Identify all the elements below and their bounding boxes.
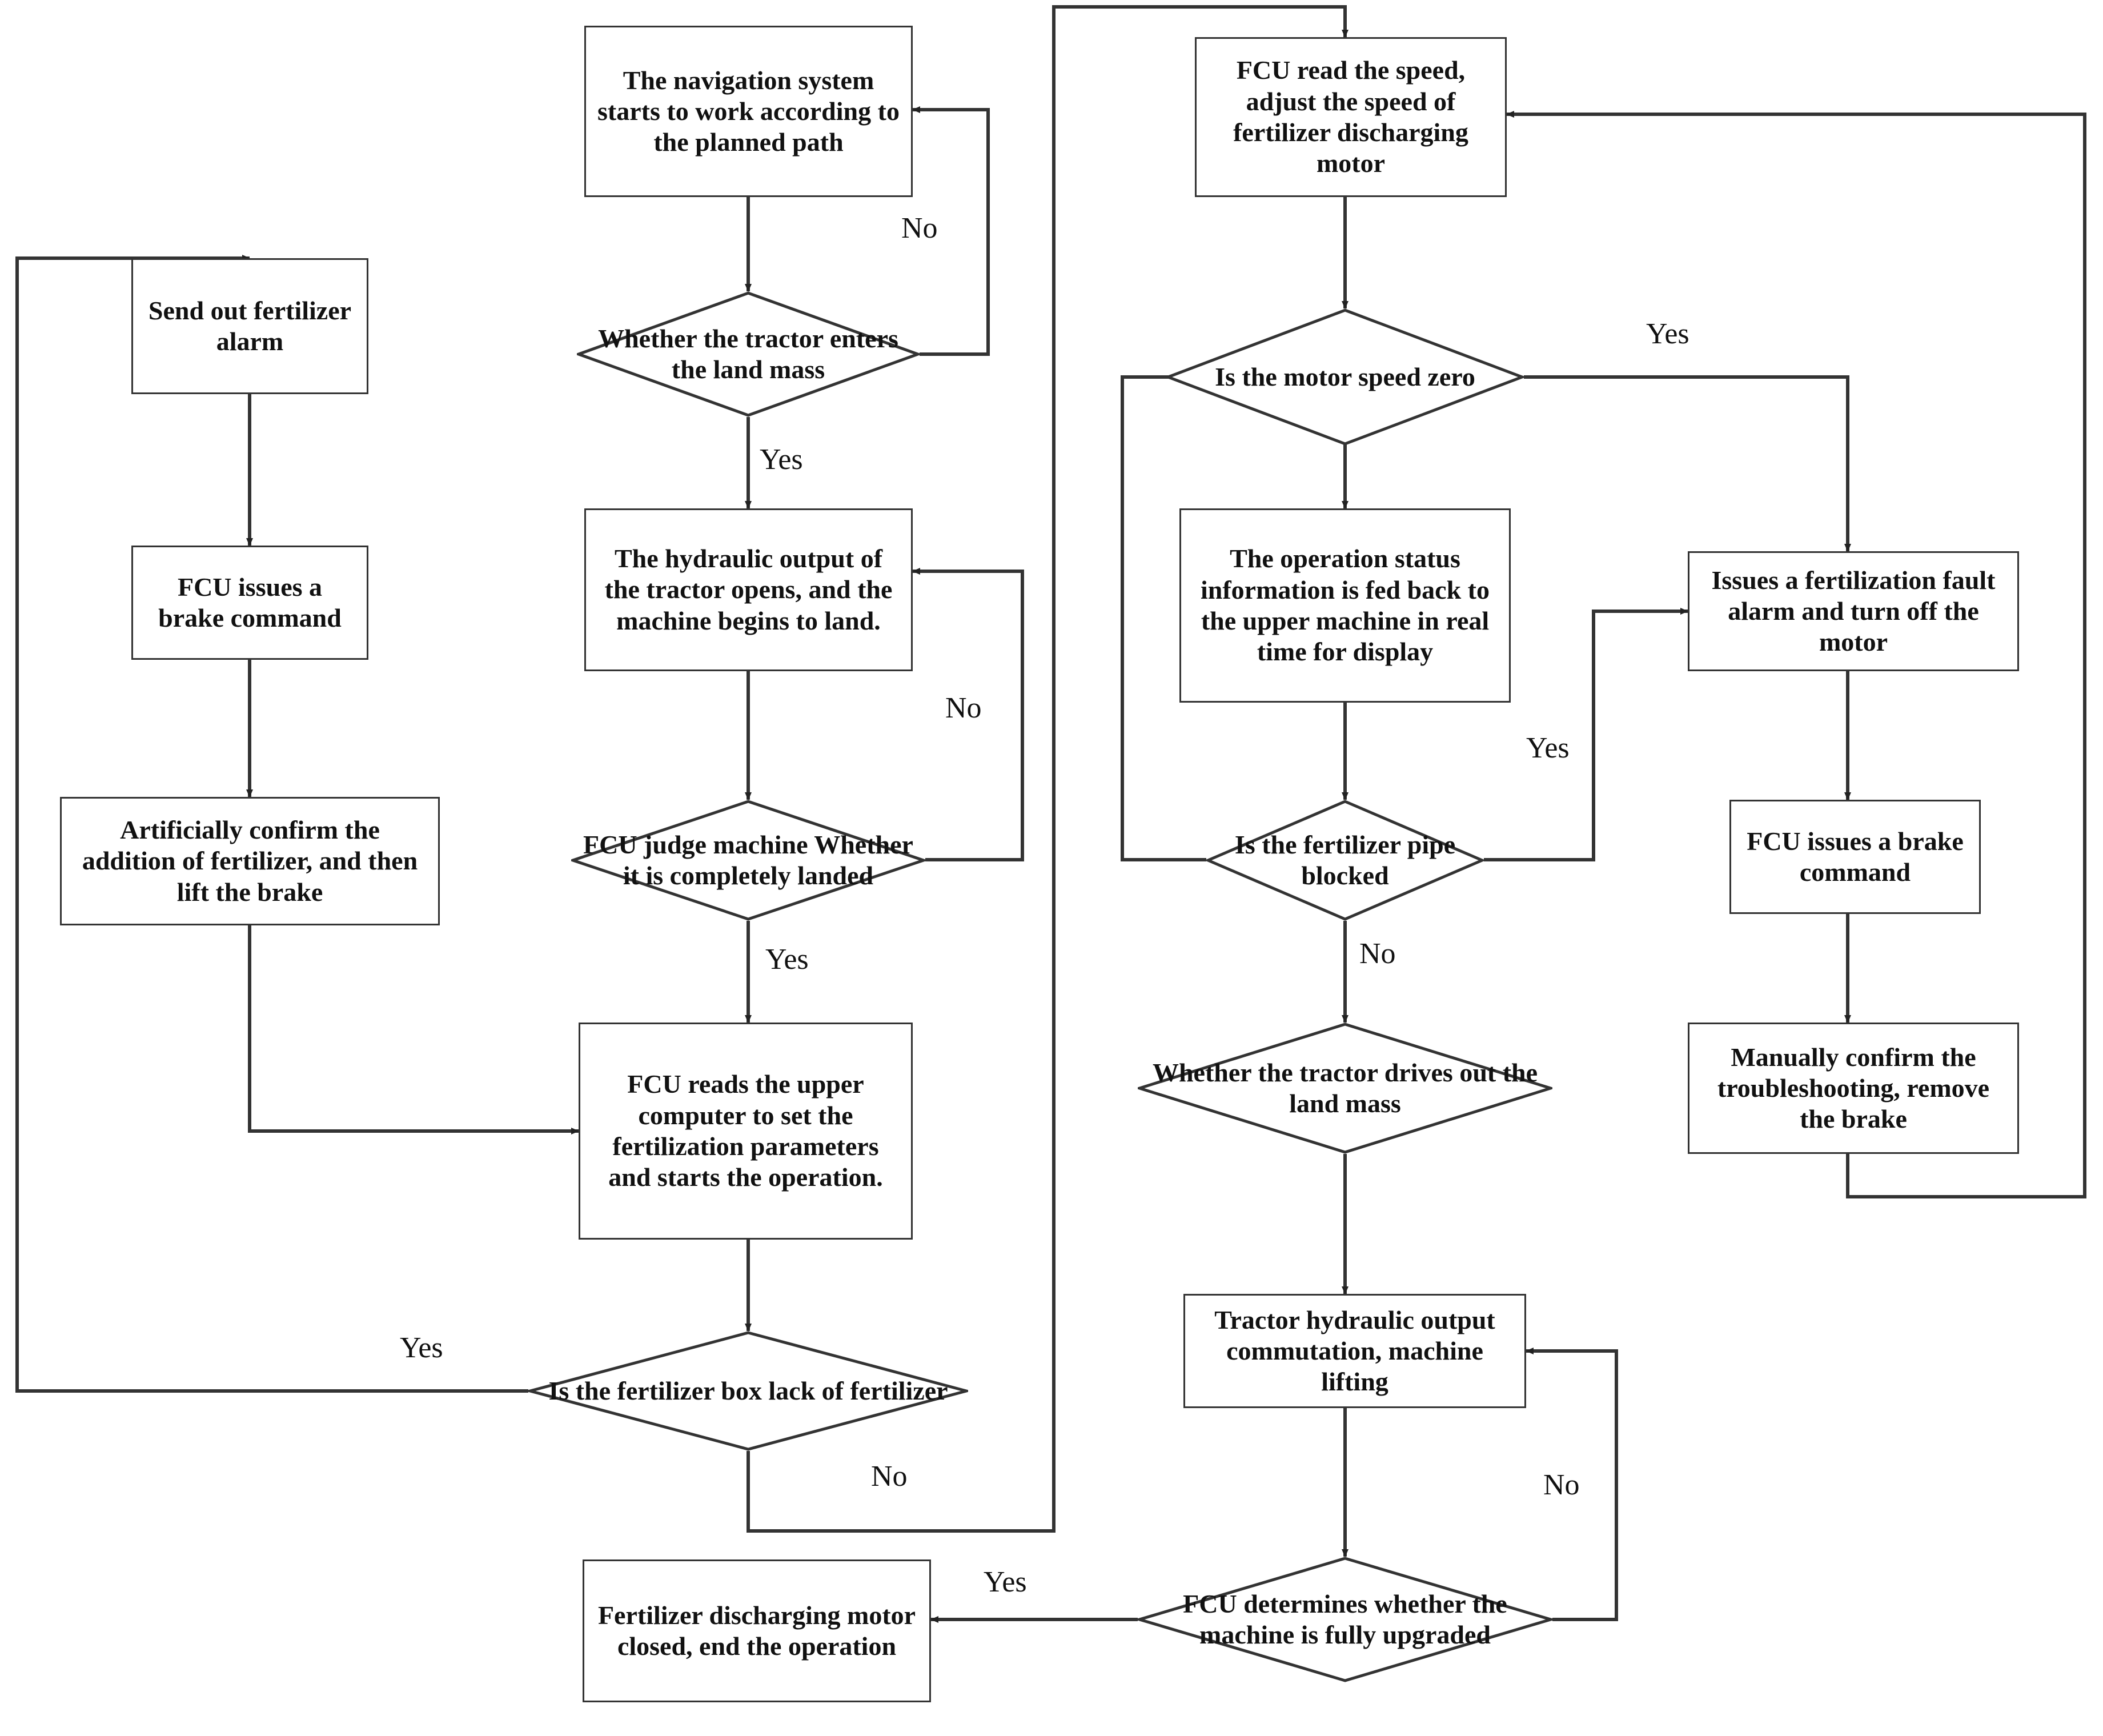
node-motor-closed[interactable]: Fertilizer discharging motor closed, end…: [583, 1559, 931, 1702]
node-fcu-read-speed-label: FCU read the speed, adjust the speed of …: [1233, 55, 1468, 178]
edge-manual-to-readspeed: [1506, 111, 2086, 1198]
node-brake-command-left-label: FCU issues a brake command: [158, 572, 342, 632]
edge-confirm-to-read: [248, 925, 579, 1134]
node-pipe-blocked[interactable]: Is the fertilizer pipe blocked: [1206, 800, 1484, 921]
edge-pipe-yes: [1484, 608, 1688, 861]
diamond-shape: [1206, 800, 1484, 921]
edge-zero-yes: [1524, 375, 1851, 552]
edge-label-no-pipe: No: [1359, 937, 1396, 970]
node-status-feedback-label: The operation status information is fed …: [1201, 544, 1490, 667]
node-drives-out-land-label: Whether the tractor drives out the land …: [1152, 1057, 1538, 1118]
node-judge-landed[interactable]: FCU judge machine Whether it is complete…: [571, 800, 925, 921]
edge-label-no-enters: No: [901, 212, 938, 244]
edge-upg-no: [1526, 1348, 1618, 1621]
node-confirm-addition-label: Artificially confirm the addition of fer…: [82, 815, 418, 907]
node-status-feedback[interactable]: The operation status information is fed …: [1179, 508, 1511, 703]
node-fully-upgraded-label: FCU determines whether the machine is fu…: [1183, 1589, 1507, 1649]
node-box-lack-fertilizer-label: Is the fertilizer box lack of fertilizer: [548, 1376, 948, 1405]
node-hydraulic-open-label: The hydraulic output of the tractor open…: [604, 544, 893, 635]
edge-pipe-loop-left: [1121, 374, 1206, 861]
diamond-shape: [577, 291, 920, 417]
node-motor-speed-zero[interactable]: Is the motor speed zero: [1166, 308, 1524, 446]
node-fcu-read-speed[interactable]: FCU read the speed, adjust the speed of …: [1195, 37, 1507, 197]
edge-enters-no: [912, 106, 990, 356]
node-enters-land[interactable]: Whether the tractor enters the land mass: [577, 291, 920, 417]
diamond-shape: [528, 1331, 968, 1451]
node-confirm-addition[interactable]: Artificially confirm the addition of fer…: [60, 797, 440, 925]
node-send-alarm-label: Send out fertilizer alarm: [148, 295, 352, 356]
edge-label-yes-box-lack: Yes: [400, 1332, 443, 1364]
node-hydraulic-open[interactable]: The hydraulic output of the tractor open…: [584, 508, 913, 671]
edge-box-no: [747, 5, 1349, 1533]
edge-label-yes-speed-zero: Yes: [1646, 318, 1689, 350]
node-motor-speed-zero-label: Is the motor speed zero: [1215, 362, 1475, 391]
node-box-lack-fertilizer[interactable]: Is the fertilizer box lack of fertilizer: [528, 1331, 968, 1451]
edge-label-no-upgraded: No: [1543, 1469, 1580, 1501]
node-brake-command-right-label: FCU issues a brake command: [1747, 826, 1964, 887]
node-send-alarm[interactable]: Send out fertilizer alarm: [131, 258, 368, 394]
node-nav-start-label: The navigation system starts to work acc…: [597, 65, 900, 157]
diamond-shape: [1138, 1023, 1552, 1154]
node-motor-closed-label: Fertilizer discharging motor closed, end…: [597, 1600, 916, 1661]
node-fault-alarm[interactable]: Issues a fertilization fault alarm and t…: [1688, 551, 2019, 671]
edge-label-yes-upgraded: Yes: [984, 1566, 1027, 1598]
node-manual-confirm-label: Manually confirm the troubleshooting, re…: [1717, 1042, 1990, 1134]
edge-label-yes-landed: Yes: [765, 943, 809, 976]
diamond-shape: [1166, 308, 1524, 446]
diamond-shape: [571, 800, 925, 921]
node-fully-upgraded[interactable]: FCU determines whether the machine is fu…: [1138, 1557, 1552, 1682]
node-hydraulic-commutation[interactable]: Tractor hydraulic output commutation, ma…: [1183, 1294, 1526, 1408]
edge-label-no-box-lack: No: [871, 1460, 908, 1493]
node-read-upper-label: FCU reads the upper computer to set the …: [608, 1069, 883, 1192]
edge-label-yes-pipe: Yes: [1526, 732, 1570, 764]
node-enters-land-label: Whether the tractor enters the land mass: [598, 323, 898, 384]
node-drives-out-land[interactable]: Whether the tractor drives out the land …: [1138, 1023, 1552, 1154]
diamond-shape: [1138, 1557, 1552, 1682]
node-nav-start[interactable]: The navigation system starts to work acc…: [584, 26, 913, 197]
node-pipe-blocked-label: Is the fertilizer pipe blocked: [1234, 829, 1456, 890]
node-fault-alarm-label: Issues a fertilization fault alarm and t…: [1711, 565, 1996, 657]
node-manual-confirm[interactable]: Manually confirm the troubleshooting, re…: [1688, 1023, 2019, 1154]
edge-label-yes-enters: Yes: [760, 443, 803, 476]
node-judge-landed-label: FCU judge machine Whether it is complete…: [583, 829, 913, 890]
node-brake-command-left[interactable]: FCU issues a brake command: [131, 546, 368, 660]
node-brake-command-right[interactable]: FCU issues a brake command: [1729, 800, 1981, 914]
edge-judge-no: [912, 568, 1024, 861]
node-hydraulic-commutation-label: Tractor hydraulic output commutation, ma…: [1214, 1305, 1495, 1397]
node-read-upper[interactable]: FCU reads the upper computer to set the …: [579, 1023, 913, 1240]
edge-label-no-landed: No: [945, 692, 982, 724]
